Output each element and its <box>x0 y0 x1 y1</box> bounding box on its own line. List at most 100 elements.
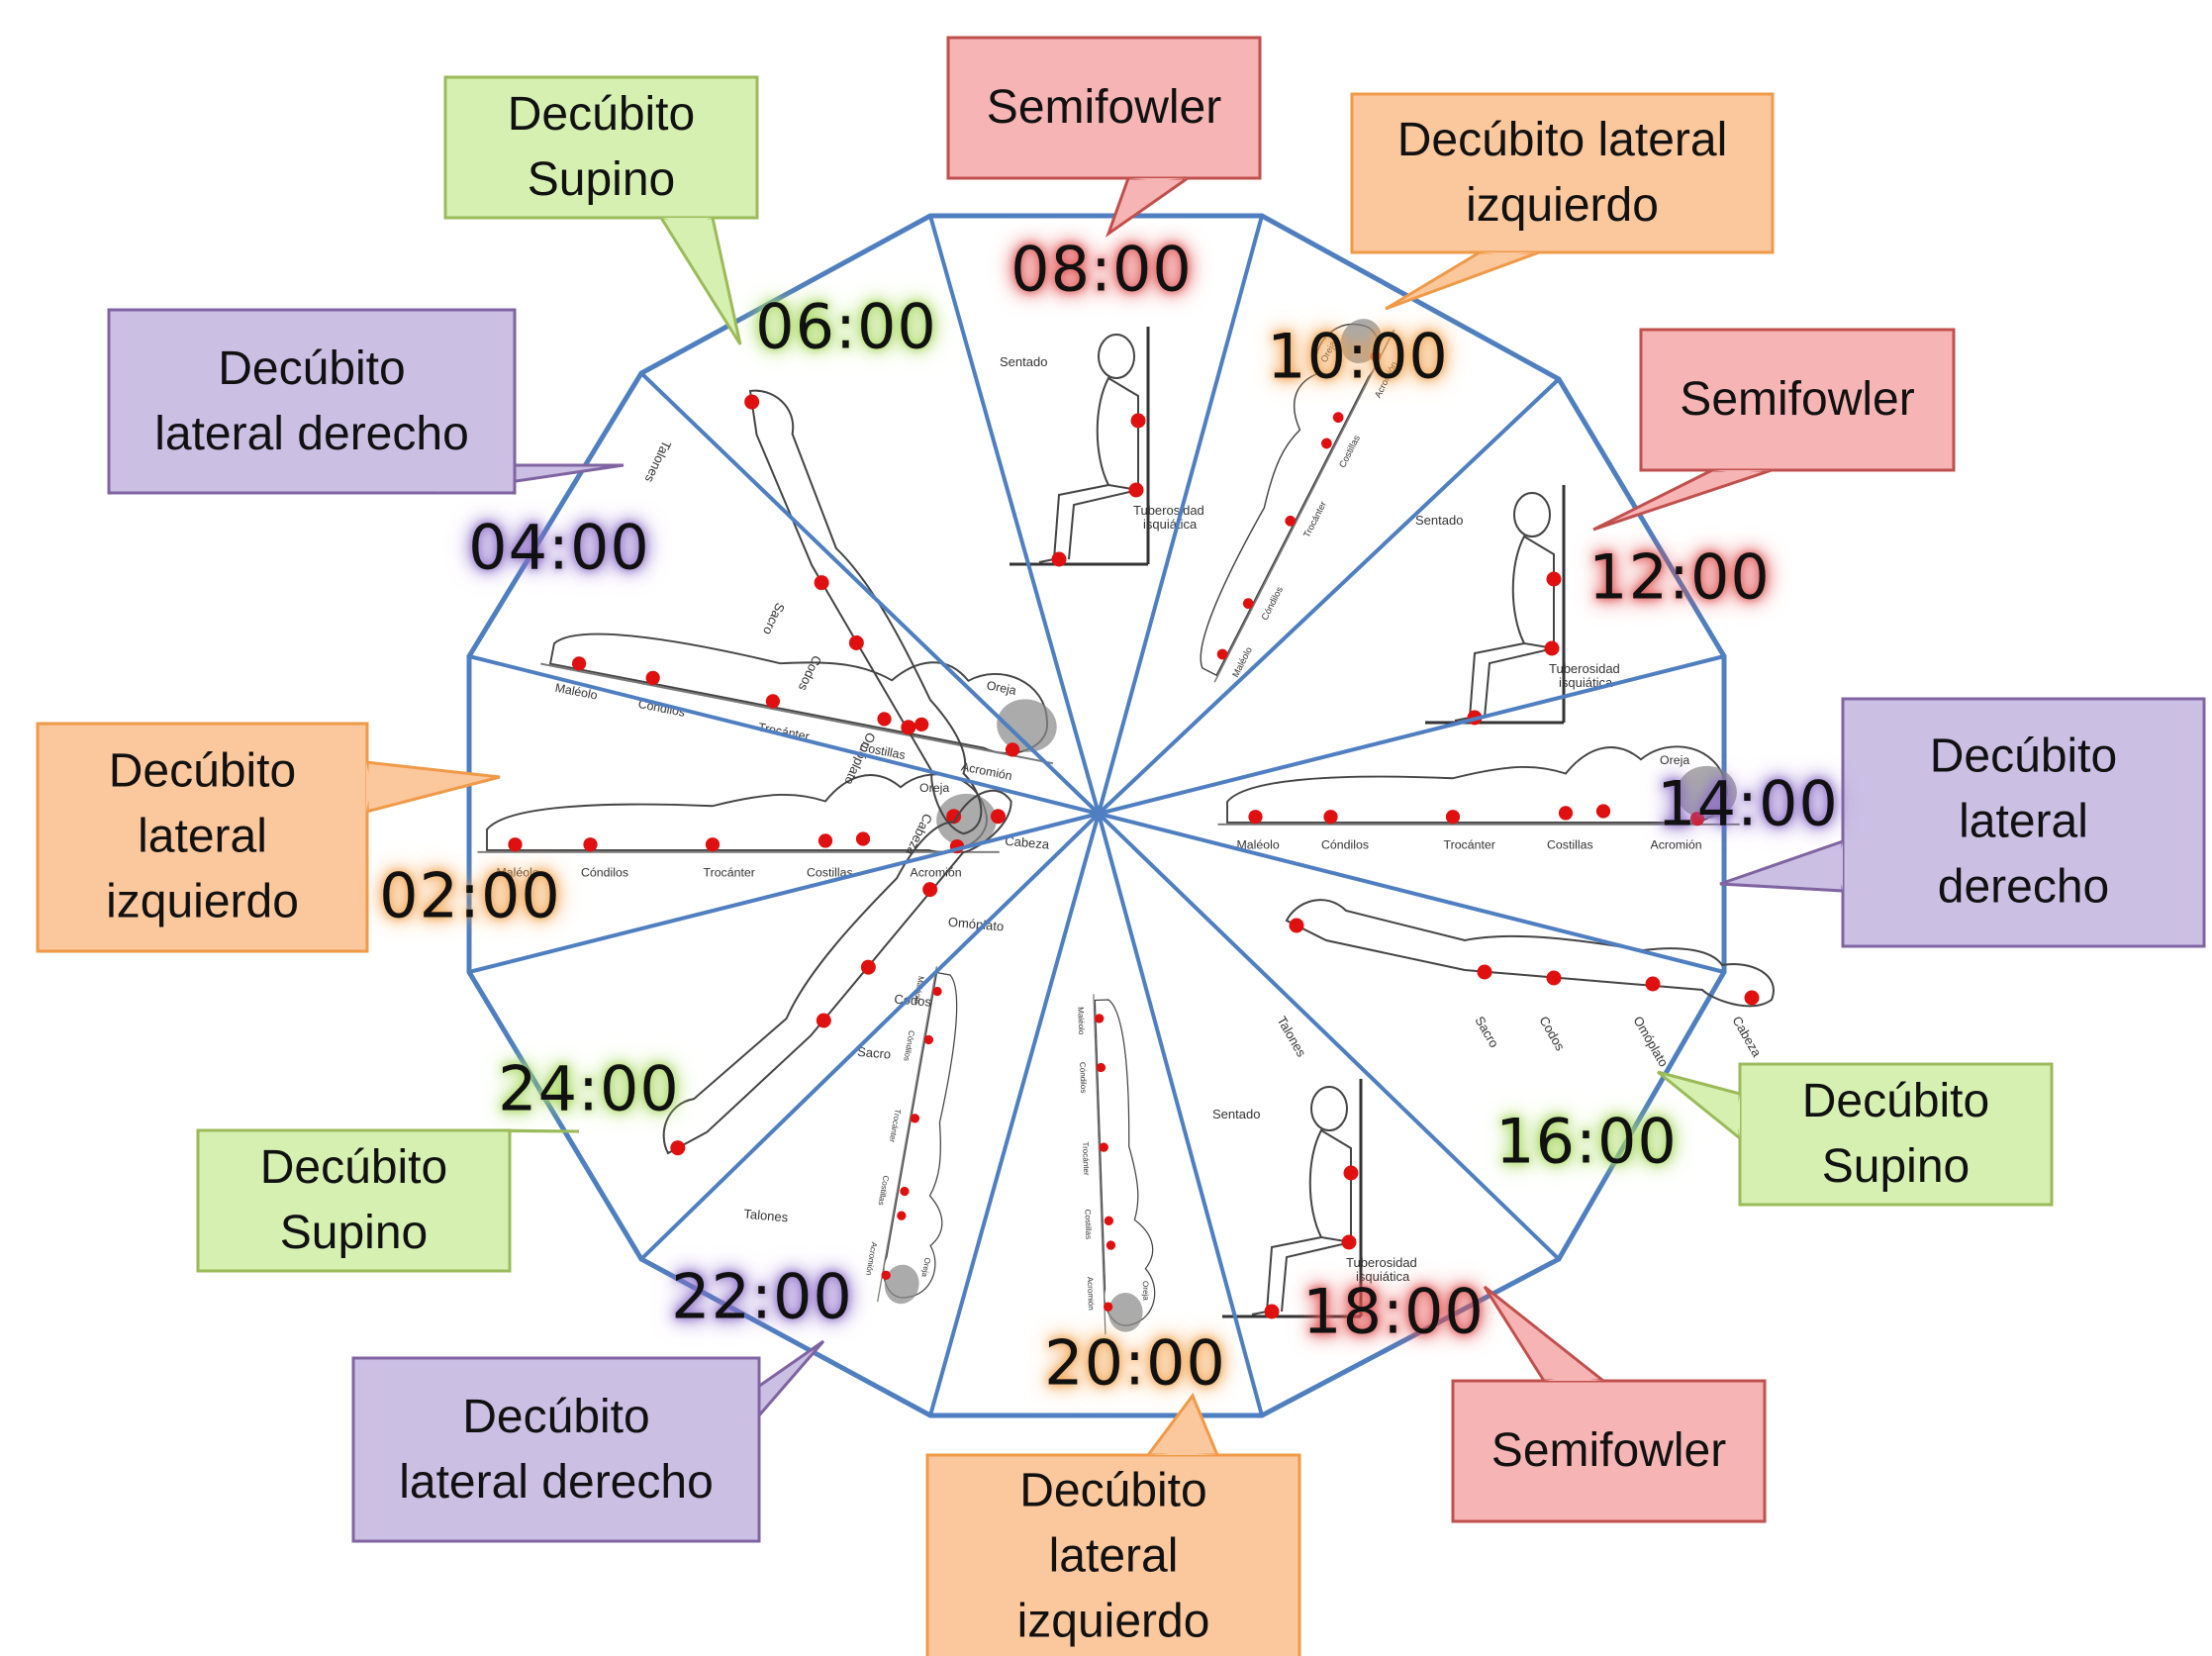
callout-1400 <box>1719 697 2206 948</box>
callout-text: Decúbito Supino <box>1801 1074 1990 1193</box>
pressure-point <box>1248 810 1263 825</box>
callout-box <box>107 308 517 495</box>
callout-text: Decúbito lateral izquierdo <box>106 744 299 929</box>
time-label-0400: 04:00 <box>468 511 650 584</box>
callout-box <box>946 36 1262 180</box>
spoke-line <box>1097 215 1264 815</box>
figure-label: isquiática <box>1143 517 1198 532</box>
pressure-point <box>1341 1234 1357 1250</box>
pressure-point <box>897 1211 907 1220</box>
spoke-line <box>468 654 1100 816</box>
pressure-point <box>900 1186 910 1197</box>
pressure-point <box>814 575 829 591</box>
pressure-point <box>1289 918 1304 933</box>
pressure-point <box>990 809 1006 825</box>
lateral-figure: MaléoloCóndilosTrocánterCostillasAcromió… <box>1076 994 1156 1335</box>
pressure-point <box>1645 976 1661 992</box>
figure-label: Costillas <box>807 866 853 880</box>
figure-label: Trocánter <box>1081 1141 1091 1176</box>
pressure-point <box>571 656 587 671</box>
pressure-point <box>881 1270 891 1281</box>
pressure-point <box>1544 640 1560 656</box>
time-label-1200: 12:00 <box>1588 540 1771 614</box>
time-label-0800: 08:00 <box>1010 233 1193 306</box>
callout-text: Semifowler <box>986 80 1222 134</box>
pressure-point <box>1130 413 1146 429</box>
figure-label: Acromión <box>1086 1277 1096 1311</box>
figure-label: Sentado <box>1000 354 1047 369</box>
callout-2200 <box>351 1339 825 1543</box>
pressure-point <box>1558 806 1574 821</box>
time-label-0600: 06:00 <box>755 290 937 363</box>
pressure-point <box>877 712 892 727</box>
time-label-1000: 10:00 <box>1267 320 1449 393</box>
figure-label: Oreja <box>986 678 1017 698</box>
pressure-point <box>817 833 833 848</box>
time-label-1400: 14:00 <box>1657 767 1839 840</box>
callout-0400 <box>107 308 625 495</box>
spoke-line <box>639 812 1101 1261</box>
figure-label: Maléolo <box>497 866 539 880</box>
pressure-point <box>1264 1304 1280 1319</box>
callout-1600 <box>1657 1062 2054 1207</box>
figure-label: Maléolo <box>1237 838 1280 852</box>
figure-label: Cóndilos <box>1321 838 1369 852</box>
callout-box <box>1639 328 1956 472</box>
callout-box <box>1841 697 2206 948</box>
pressure-point <box>923 1034 934 1045</box>
figure-label: Sentado <box>1212 1107 1260 1121</box>
callout-0600 <box>443 75 759 345</box>
callout-text: Semifowler <box>1680 372 1915 426</box>
pressure-point <box>1370 350 1382 362</box>
pressure-point <box>1343 1165 1359 1181</box>
figure-label: Maléolo <box>1076 1007 1086 1035</box>
pressure-point <box>1744 990 1760 1006</box>
callout-2000 <box>925 1393 1301 1656</box>
lateral-figure: MaléoloCóndilosTrocánterCostillasAcromió… <box>864 966 958 1305</box>
figure-label: Cóndilos <box>1078 1062 1088 1094</box>
pressure-point <box>1445 810 1461 825</box>
pressure-point <box>1689 811 1705 827</box>
pressure-point <box>914 717 929 731</box>
callout-text: Decúbito Supino <box>507 87 696 206</box>
time-label-1600: 16:00 <box>1495 1105 1678 1178</box>
callout-box <box>1451 1379 1767 1523</box>
figure-label: Cabeza <box>1729 1014 1765 1060</box>
pressure-point <box>816 1013 831 1028</box>
callout-text: Decúbito lateral izquierdo <box>1016 1464 1210 1648</box>
callout-box <box>443 75 759 220</box>
pressure-point <box>901 720 916 735</box>
pressure-point <box>1323 810 1338 825</box>
pressure-point <box>1051 551 1067 567</box>
figure-label: Oreja <box>1660 753 1689 767</box>
callout-box <box>1350 92 1775 254</box>
figure-label: Tuberosidad <box>1346 1255 1417 1270</box>
figure-label: Talones <box>743 1207 789 1225</box>
spoke-line <box>639 371 1101 816</box>
pressure-point <box>1546 970 1562 986</box>
callout-text: Decúbito lateral derecho <box>1929 730 2118 915</box>
pressure-point <box>1320 438 1332 449</box>
pressure-point <box>1005 742 1020 757</box>
pressure-point <box>1595 804 1611 819</box>
spoke-line <box>1098 812 1725 974</box>
figure-label: Trocánter <box>1444 838 1495 852</box>
figure-label: Cóndilos <box>581 866 628 880</box>
spoke-line <box>1097 812 1561 1261</box>
pressure-point <box>1096 1062 1106 1073</box>
pressure-point <box>855 831 871 846</box>
time-label-2400: 24:00 <box>498 1052 680 1125</box>
callout-text: Decúbito lateral derecho <box>154 341 469 460</box>
pressure-point <box>1216 648 1228 660</box>
figure-label: Tuberosidad <box>1133 503 1204 518</box>
callout-0200 <box>36 722 501 953</box>
pressure-point <box>1104 1216 1114 1225</box>
pressure-point <box>860 959 876 975</box>
callout-box <box>351 1356 761 1543</box>
figure-label: Costillas <box>1547 838 1593 852</box>
pressure-point <box>1106 1240 1116 1250</box>
callout-1000 <box>1350 92 1775 311</box>
